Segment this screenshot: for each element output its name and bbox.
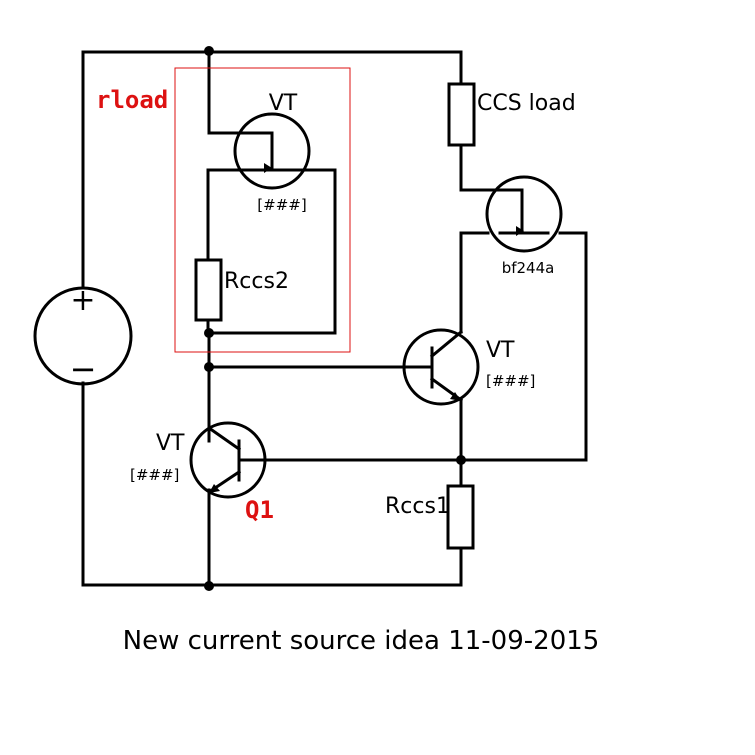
npn-q1-name: VT bbox=[156, 431, 185, 456]
junction-node bbox=[204, 362, 214, 372]
resistor-rccs1 bbox=[446, 484, 475, 550]
wires bbox=[81, 50, 588, 587]
q1-label: Q1 bbox=[245, 496, 274, 524]
source-minus-sign: − bbox=[70, 350, 97, 388]
jfet-top-name: VT bbox=[269, 91, 298, 116]
source-plus-sign: + bbox=[70, 283, 95, 318]
npn-middle bbox=[402, 328, 480, 406]
voltage-source: + − bbox=[33, 283, 133, 388]
npn-q1-part: [###] bbox=[130, 466, 179, 484]
junction-node bbox=[204, 46, 214, 56]
rload-highlight-box bbox=[174, 67, 351, 353]
rload-label: rload bbox=[96, 86, 168, 114]
junction-node bbox=[456, 455, 466, 465]
jfet-top-part: [###] bbox=[257, 196, 306, 214]
resistor-rccs2 bbox=[194, 258, 223, 322]
resistor-ccs-load bbox=[447, 82, 476, 147]
jfet-right bbox=[459, 175, 563, 253]
jfet-top bbox=[233, 112, 311, 190]
junction-node bbox=[204, 328, 214, 338]
rccs2-label: Rccs2 bbox=[224, 269, 289, 294]
ccs-load-label: CCS load bbox=[477, 91, 576, 116]
junction-node bbox=[204, 581, 214, 591]
jfet-right-part: bf244a bbox=[502, 259, 555, 277]
npn-middle-part: [###] bbox=[486, 372, 535, 390]
rccs1-label: Rccs1 bbox=[385, 494, 450, 519]
npn-q1 bbox=[189, 421, 267, 499]
npn-middle-name: VT bbox=[486, 338, 515, 363]
caption: New current source idea 11-09-2015 bbox=[123, 626, 600, 656]
junction-nodes bbox=[204, 46, 466, 591]
